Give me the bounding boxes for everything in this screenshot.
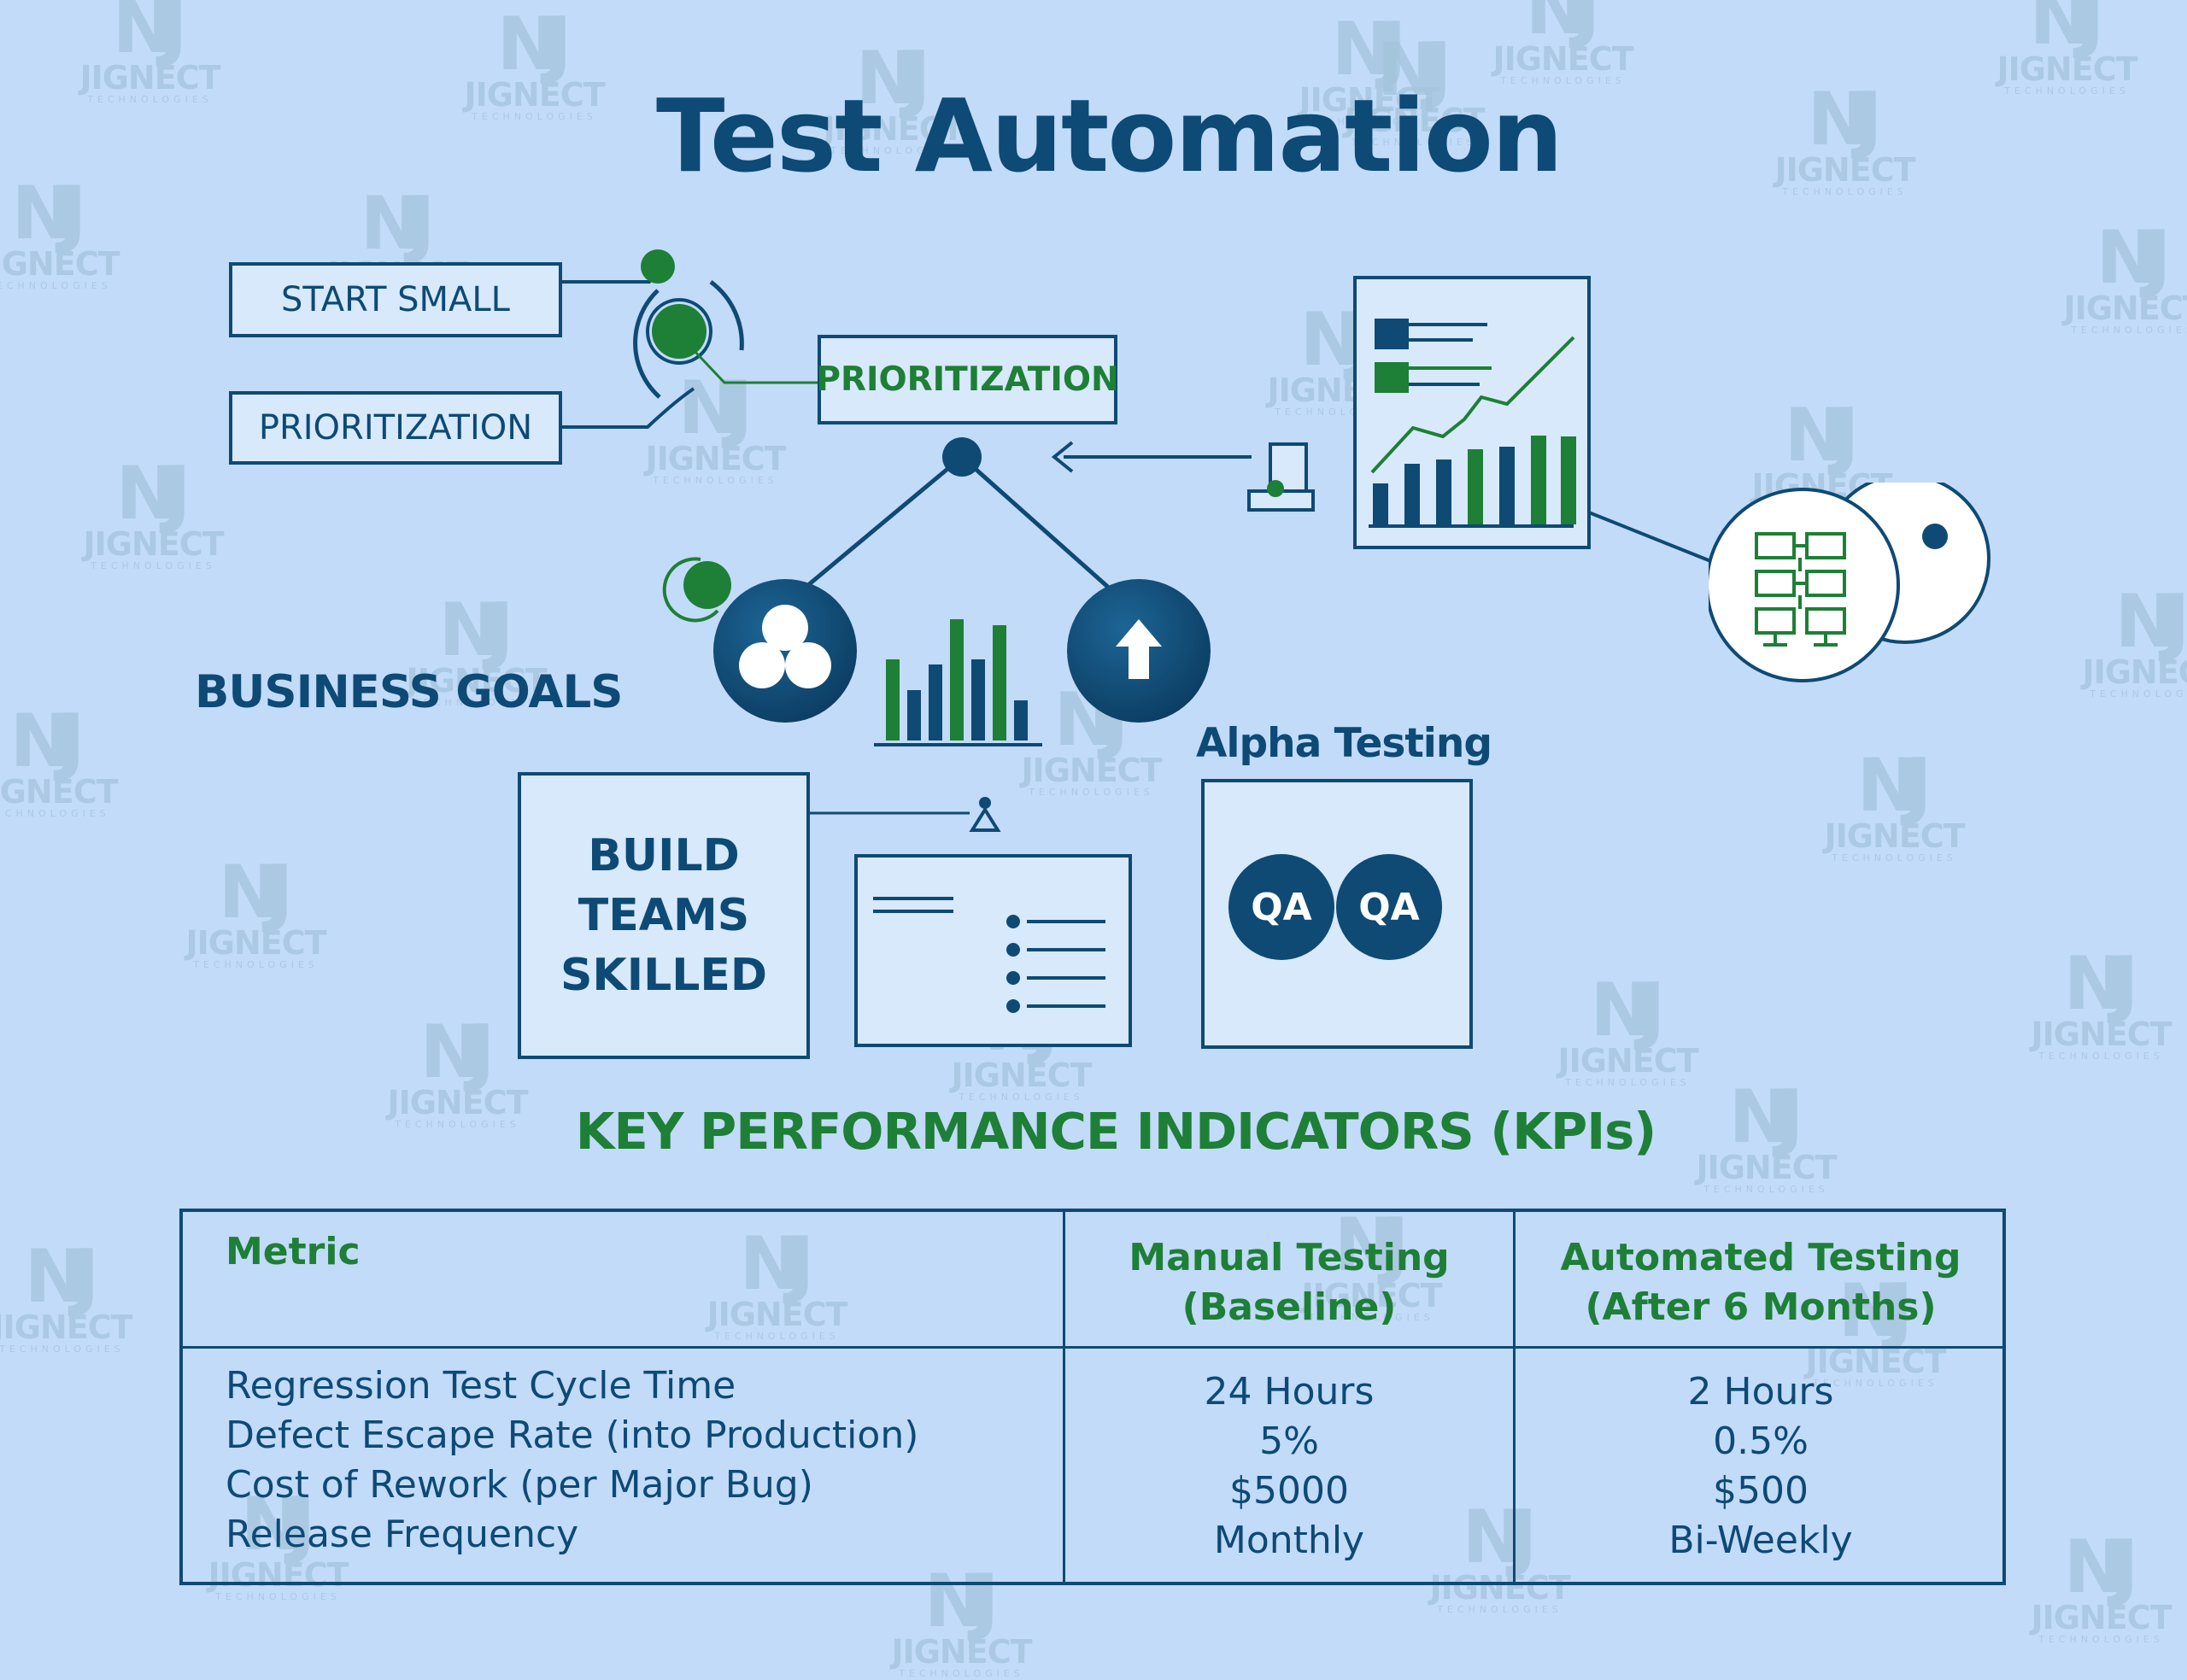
kpi-table: Metric Manual Testing (Baseline) Automat… xyxy=(179,1209,2006,1585)
table-cell: 2 Hours xyxy=(1687,1370,1834,1414)
table-cell: $5000 xyxy=(1229,1469,1349,1513)
header-divider xyxy=(183,1346,2002,1349)
connector-arc xyxy=(633,289,661,399)
prioritization-left-label: PRIORITIZATION xyxy=(258,408,533,448)
list-panel xyxy=(854,854,1132,1047)
column-divider xyxy=(1513,1212,1516,1582)
header-manual: Manual Testing (Baseline) xyxy=(1065,1233,1513,1332)
column-divider xyxy=(1063,1212,1065,1582)
trio-circle-icon xyxy=(713,579,857,723)
header-automated-line: (After 6 Months) xyxy=(1585,1285,1937,1329)
upload-arrow-icon xyxy=(1067,579,1211,723)
kpi-title: KEY PERFORMANCE INDICATORS (KPIs) xyxy=(575,1102,1657,1161)
header-automated-line: Automated Testing xyxy=(1560,1236,1961,1279)
connector-line xyxy=(1588,511,1722,567)
header-metric: Metric xyxy=(226,1230,361,1273)
business-goals-label: BUSINESS GOALS xyxy=(195,666,623,718)
start-small-box: START SMALL xyxy=(229,262,562,337)
table-cell: Monthly xyxy=(1213,1519,1365,1562)
node-dot xyxy=(652,304,707,359)
table-row: Release Frequency xyxy=(226,1513,579,1556)
bar-chart-icon xyxy=(874,619,1042,746)
header-automated: Automated Testing (After 6 Months) xyxy=(1516,1233,2006,1332)
table-row: Cost of Rework (per Major Bug) xyxy=(226,1463,813,1507)
computer-icon xyxy=(1247,442,1315,512)
node-dot xyxy=(683,561,731,609)
table-row: Regression Test Cycle Time xyxy=(226,1364,736,1408)
table-row: Defect Escape Rate (into Production) xyxy=(226,1414,919,1457)
table-cell: 0.5% xyxy=(1713,1420,1809,1463)
node-ring xyxy=(646,298,712,365)
metric-column: Regression Test Cycle Time Defect Escape… xyxy=(226,1361,918,1560)
build-teams-line: SKILLED xyxy=(560,950,768,1001)
build-teams-line: TEAMS xyxy=(578,890,750,941)
watermark-sub: TECHNOLOGIES xyxy=(899,1668,1024,1679)
page-title: Test Automation xyxy=(656,77,1563,195)
connector-line xyxy=(692,348,818,384)
node-dot xyxy=(641,249,675,284)
start-small-label: START SMALL xyxy=(281,280,510,319)
prioritization-center-label: PRIORITIZATION xyxy=(816,360,1119,399)
manual-column: 24 Hours 5% $5000 Monthly xyxy=(1065,1367,1513,1566)
person-icon xyxy=(969,797,1001,832)
header-manual-line: (Baseline) xyxy=(1181,1285,1397,1329)
tree-root-dot xyxy=(942,437,982,477)
connector-line xyxy=(561,387,695,429)
connector-arc xyxy=(662,557,719,623)
prioritization-center-box: PRIORITIZATION xyxy=(816,335,1119,424)
qa-box: QA QA xyxy=(1201,779,1473,1049)
table-cell: 5% xyxy=(1259,1420,1319,1463)
report-chart-icon xyxy=(1353,276,1591,549)
qa-badge: QA xyxy=(1336,854,1442,960)
connector-arc xyxy=(709,279,744,351)
alpha-testing-label: Alpha Testing xyxy=(1196,720,1492,767)
network-icon xyxy=(1709,483,1991,682)
table-cell: $500 xyxy=(1713,1469,1809,1513)
table-cell: 24 Hours xyxy=(1204,1370,1375,1414)
arrow-head xyxy=(1051,441,1074,473)
tree-line xyxy=(960,455,1112,591)
build-teams-line: BUILD xyxy=(588,830,740,881)
list-panel-graphics xyxy=(873,897,1105,1013)
table-cell: Bi-Weekly xyxy=(1668,1519,1853,1562)
automated-column: 2 Hours 0.5% $500 Bi-Weekly xyxy=(1516,1367,2006,1566)
tree-line xyxy=(801,455,964,591)
prioritization-left-box: PRIORITIZATION xyxy=(229,391,562,465)
qa-badge: QA xyxy=(1228,854,1334,960)
build-teams-box: BUILD TEAMS SKILLED xyxy=(518,772,810,1059)
header-manual-line: Manual Testing xyxy=(1129,1236,1450,1279)
